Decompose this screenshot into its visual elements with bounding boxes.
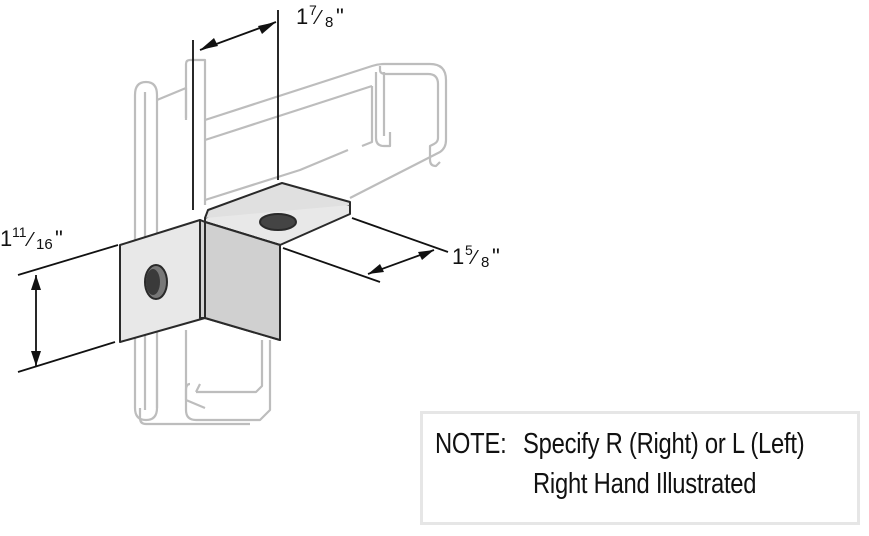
svg-text:⁄: ⁄ — [24, 229, 35, 251]
svg-text:⁄: ⁄ — [468, 247, 479, 269]
dim-side-label: 1 5 ⁄ 8 " — [452, 242, 500, 271]
svg-text:⁄: ⁄ — [312, 7, 323, 29]
dim-height-whole: 1 — [0, 226, 12, 251]
angle-bracket — [119, 182, 351, 343]
dim-top-unit: " — [336, 4, 344, 29]
dimension-arrowheads — [31, 22, 434, 366]
note-line-1: Specify R (Right) or L (Left) — [523, 428, 805, 460]
dim-top-num: 7 — [309, 2, 317, 18]
dim-height-num: 11 — [12, 224, 27, 240]
dim-height-unit: " — [55, 226, 63, 251]
note-line-2: Right Hand Illustrated — [533, 468, 757, 500]
dim-height-label: 1 11 ⁄ 16 " — [0, 224, 63, 253]
horizontal-channel — [203, 62, 448, 205]
dim-top-whole: 1 — [296, 4, 308, 29]
vertical-channel — [133, 58, 272, 426]
note-label: NOTE: — [435, 428, 507, 460]
dim-side-unit: " — [492, 244, 500, 269]
dim-height-den: 16 — [36, 236, 53, 253]
dim-side-whole: 1 — [452, 244, 464, 269]
dim-side-den: 8 — [481, 254, 489, 271]
top-hole — [259, 213, 297, 231]
note-box: NOTE: Specify R (Right) or L (Left) Righ… — [420, 411, 860, 525]
dim-side-num: 5 — [465, 242, 473, 258]
dim-top-label: 1 7 ⁄ 8 " — [296, 2, 344, 31]
dim-top-den: 8 — [325, 14, 333, 31]
